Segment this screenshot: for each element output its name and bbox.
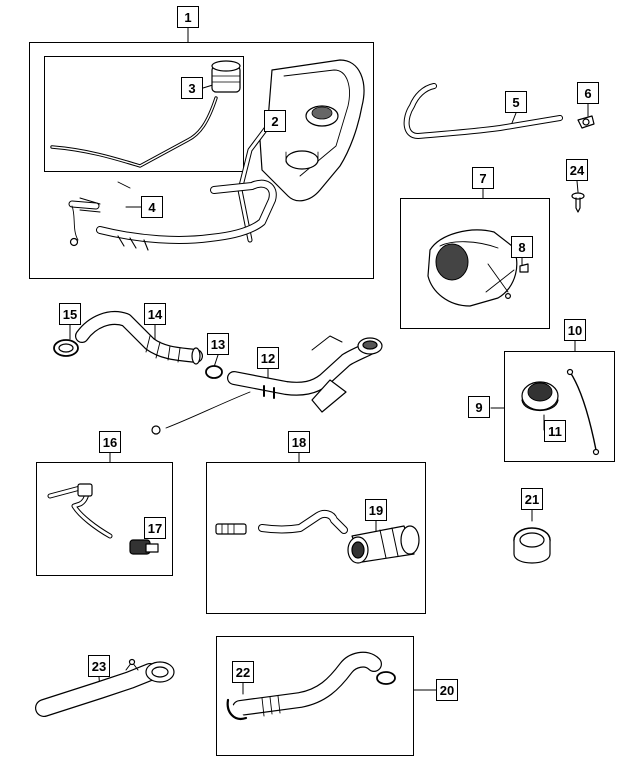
connector-part-17 bbox=[129, 539, 159, 555]
callout-7: 7 bbox=[472, 167, 494, 189]
filler-hose-part-14 bbox=[75, 311, 203, 365]
vapor-tube-part-16 bbox=[47, 483, 113, 539]
canister-part-19 bbox=[347, 525, 420, 564]
callout-18: 18 bbox=[288, 431, 310, 453]
callout-15: 15 bbox=[59, 303, 81, 325]
callout-10: 10 bbox=[564, 319, 586, 341]
fuel-tank-part-2 bbox=[237, 59, 365, 243]
callout-12: 12 bbox=[257, 347, 279, 369]
callout-22: 22 bbox=[232, 661, 254, 683]
screw-part-24 bbox=[571, 192, 585, 213]
callout-21: 21 bbox=[521, 488, 543, 510]
callout-9: 9 bbox=[468, 396, 490, 418]
callout-19: 19 bbox=[365, 499, 387, 521]
callout-1: 1 bbox=[177, 6, 199, 28]
clip-part-8 bbox=[519, 263, 529, 273]
assembly-frame-20 bbox=[216, 636, 414, 756]
hose-part-4 bbox=[68, 179, 277, 251]
fuel-tube-part-18 bbox=[215, 509, 348, 535]
callout-8: 8 bbox=[511, 236, 533, 258]
subassembly-frame-3 bbox=[44, 56, 244, 172]
assembly-frame-10 bbox=[504, 351, 615, 462]
tether-part-11 bbox=[566, 368, 600, 456]
callout-5: 5 bbox=[505, 91, 527, 113]
filler-pipe-part-23 bbox=[35, 658, 175, 717]
ring-part-21 bbox=[513, 527, 551, 564]
fuel-sender-part-3 bbox=[50, 60, 241, 168]
callout-23: 23 bbox=[88, 655, 110, 677]
gas-cap-part-9 bbox=[521, 381, 559, 412]
callout-2: 2 bbox=[264, 110, 286, 132]
callout-16: 16 bbox=[99, 431, 121, 453]
callout-14: 14 bbox=[144, 303, 166, 325]
clamp-part-13 bbox=[205, 365, 223, 379]
callout-11: 11 bbox=[544, 420, 566, 442]
assembly-frame-18 bbox=[206, 462, 426, 614]
fuel-door-housing-part-7 bbox=[427, 229, 518, 307]
assembly-frame-1 bbox=[29, 42, 374, 279]
callout-24: 24 bbox=[566, 159, 588, 181]
assembly-frame-7 bbox=[400, 198, 550, 329]
callout-4: 4 bbox=[141, 196, 163, 218]
callout-3: 3 bbox=[181, 77, 203, 99]
callout-6: 6 bbox=[577, 82, 599, 104]
filler-neck-part-12 bbox=[151, 335, 383, 435]
callout-20: 20 bbox=[436, 679, 458, 701]
assembly-frame-16 bbox=[36, 462, 173, 576]
callout-13: 13 bbox=[207, 333, 229, 355]
vent-tube-part-5 bbox=[403, 83, 563, 139]
hose-clamp-part-15 bbox=[53, 339, 79, 357]
callout-17: 17 bbox=[144, 517, 166, 539]
clip-part-6 bbox=[577, 115, 595, 129]
hose-part-20 bbox=[226, 651, 396, 720]
